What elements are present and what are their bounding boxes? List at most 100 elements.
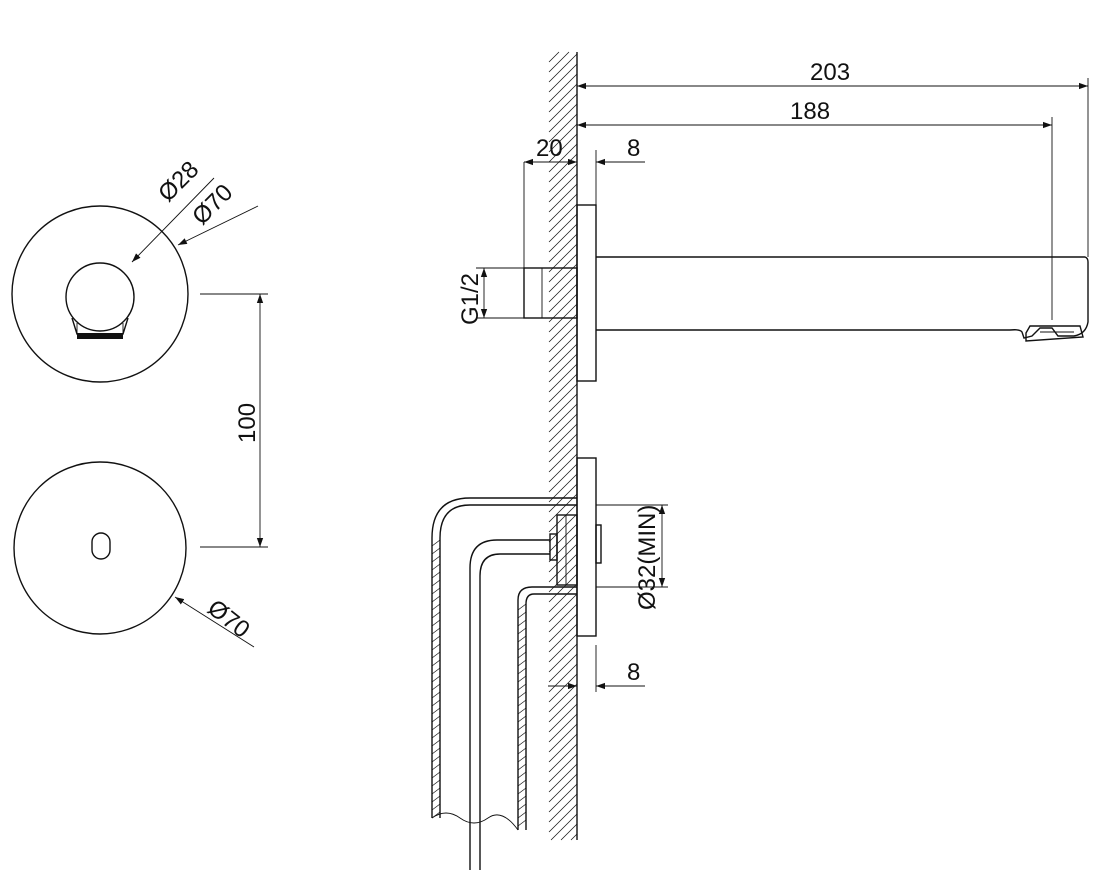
conduit-hatch-stroke <box>517 699 527 707</box>
conduit-hatch-stroke <box>517 683 527 691</box>
hatch-stroke <box>548 183 578 213</box>
conduit-hatch-stroke <box>431 563 441 571</box>
hatch-stroke <box>548 203 578 233</box>
conduit-inner-wall-inner <box>525 593 577 830</box>
dia28-label: Ø28 <box>153 156 204 207</box>
spout-front-view: Ø28 Ø70 <box>11 156 259 383</box>
hatch-stroke <box>548 143 578 173</box>
hatch-stroke <box>548 573 578 603</box>
dia70-bottom-leader <box>174 596 255 648</box>
conduit-hatch-stroke <box>431 795 441 803</box>
conduit-hatch-stroke <box>431 579 441 587</box>
hatch-stroke <box>548 233 578 263</box>
sensor-window <box>91 532 111 560</box>
dim-g12-label: G1/2 <box>457 273 484 325</box>
spout-body-circle <box>65 262 135 332</box>
conduit-hatch-stroke <box>431 571 441 579</box>
conduit-hatch-stroke <box>431 803 441 811</box>
hatch-stroke <box>548 793 578 823</box>
conduit-hatch-stroke <box>431 691 441 699</box>
conduit-hatch-stroke <box>431 771 441 779</box>
dia70-top-label: Ø70 <box>187 179 238 230</box>
hatch-stroke <box>548 633 578 663</box>
conduit-hatch-stroke <box>517 795 527 803</box>
hatch-stroke <box>548 343 578 373</box>
hatch-stroke <box>548 703 578 733</box>
conduit-hatch-stroke <box>517 803 527 811</box>
conduit-hatch-stroke <box>431 659 441 667</box>
dim-8-top-label: 8 <box>627 135 640 162</box>
conduit-hatch-stroke <box>431 635 441 643</box>
dia70-top-leader <box>177 205 259 246</box>
conduit-hatch-stroke <box>431 723 441 731</box>
hatch-stroke <box>548 773 578 803</box>
hatch-stroke <box>548 803 578 833</box>
conduit-hatch-stroke <box>431 619 441 627</box>
hatch-stroke <box>548 433 578 463</box>
sensor-plate-circle <box>13 461 187 635</box>
spout-plate-circle <box>11 205 189 383</box>
hatch-stroke <box>548 763 578 793</box>
hatch-stroke <box>548 373 578 403</box>
conduit-hatch-stroke <box>517 715 527 723</box>
hatch-stroke <box>550 813 578 841</box>
hatch-stroke <box>548 723 578 753</box>
sensor-cable-gland <box>549 533 558 561</box>
sensor-front-view: Ø70 <box>13 461 255 648</box>
hatch-stroke <box>548 783 578 813</box>
hatch-stroke <box>548 133 578 163</box>
conduit-hatching <box>431 539 527 827</box>
conduit-hatch-stroke <box>431 707 441 715</box>
conduit-hatch-stroke <box>431 763 441 771</box>
hatch-stroke <box>548 51 560 63</box>
conduit-hatch-stroke <box>431 675 441 683</box>
conduit-hatch-stroke <box>517 651 527 659</box>
spout-aerator <box>1025 325 1084 342</box>
conduit-hatch-stroke <box>517 611 527 619</box>
conduit-hatch-stroke <box>431 731 441 739</box>
conduit-hatch-stroke <box>431 699 441 707</box>
conduit-hatch-stroke <box>431 747 441 755</box>
spacing-label: 100 <box>234 403 261 443</box>
conduit-hatch-stroke <box>517 731 527 739</box>
hatch-stroke <box>548 603 578 633</box>
conduit-hatch-stroke <box>431 627 441 635</box>
hatch-stroke <box>548 273 578 303</box>
hatch-stroke <box>548 83 578 113</box>
conduit-hatch-stroke <box>517 819 527 827</box>
conduit-hatch-stroke <box>431 547 441 555</box>
hatch-stroke <box>548 223 578 253</box>
hatch-stroke <box>548 593 578 623</box>
hatch-stroke <box>548 93 578 123</box>
hatch-stroke <box>548 283 578 313</box>
conduit-hatch-stroke <box>517 667 527 675</box>
conduit-hatch-stroke <box>517 763 527 771</box>
conduit-hatch-stroke <box>431 539 441 547</box>
hatch-stroke <box>548 513 578 543</box>
hatch-stroke <box>548 693 578 723</box>
hatch-stroke <box>548 613 578 643</box>
spout-body <box>596 256 1089 339</box>
conduit-hatch-stroke <box>517 627 527 635</box>
hatch-stroke <box>548 743 578 773</box>
conduit-hatch-stroke <box>431 755 441 763</box>
conduit-outer-wall-inner <box>439 504 577 818</box>
hatch-stroke <box>548 423 578 453</box>
conduit-outer-wall <box>431 497 577 818</box>
hatch-stroke <box>548 663 578 693</box>
hatch-stroke <box>548 393 578 423</box>
hatch-stroke <box>548 543 578 573</box>
hatch-stroke <box>548 533 578 563</box>
dim-203-label: 203 <box>810 59 850 86</box>
conduit-hatch-stroke <box>431 595 441 603</box>
hatch-stroke <box>548 73 578 103</box>
hatch-stroke <box>548 153 578 183</box>
hatch-stroke <box>548 363 578 393</box>
hatch-stroke <box>570 833 578 841</box>
wall-hatching <box>548 51 578 841</box>
conduit-hatch-stroke <box>517 643 527 651</box>
hatch-stroke <box>548 173 578 203</box>
conduit-hatch-stroke <box>431 611 441 619</box>
hatch-stroke <box>548 213 578 243</box>
